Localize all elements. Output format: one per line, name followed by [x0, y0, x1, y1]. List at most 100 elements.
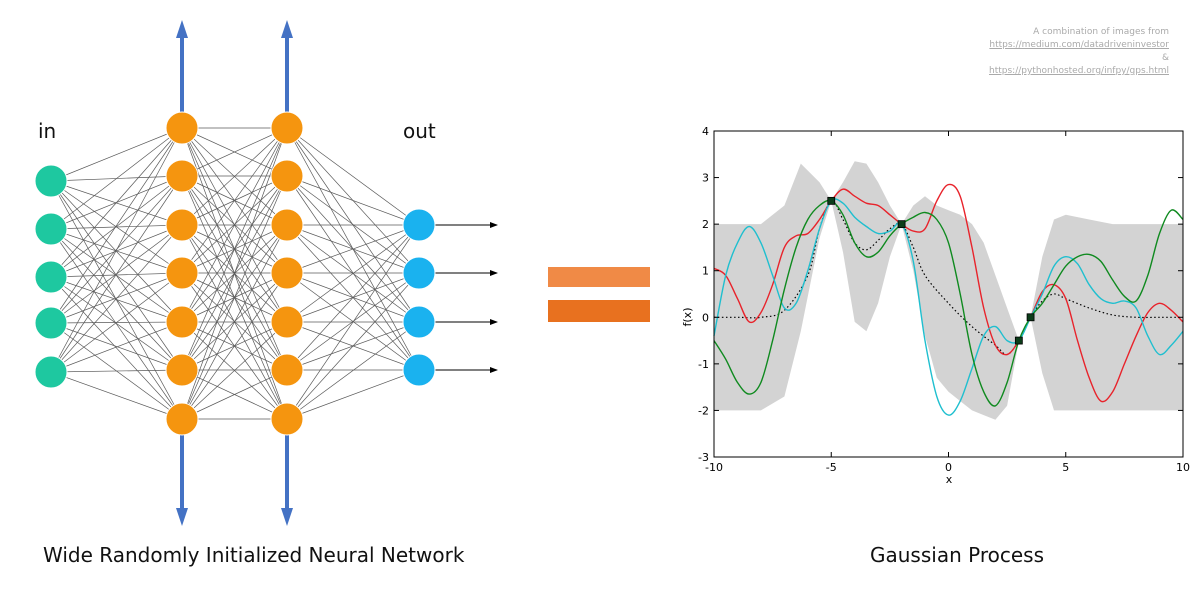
connection-line	[181, 224, 288, 420]
y-tick-label: -3	[698, 451, 709, 464]
x-tick-label: -5	[826, 461, 837, 474]
hidden-node	[165, 402, 199, 436]
connection-line	[181, 175, 288, 420]
observation-marker	[827, 196, 836, 205]
connection-line	[50, 272, 183, 373]
observation-marker	[897, 220, 906, 229]
credit-text: A combination of images from	[1033, 27, 1169, 37]
input-label: in	[38, 119, 57, 143]
y-axis-label: f(x)	[681, 308, 694, 327]
output-node	[402, 208, 436, 242]
connection-line	[50, 321, 183, 373]
connection-line	[50, 127, 183, 278]
hidden-node	[270, 111, 304, 145]
hidden-node	[270, 159, 304, 193]
connection-line	[286, 127, 420, 226]
hidden-node	[270, 305, 304, 339]
connection-line	[50, 276, 183, 323]
equals-bar-top	[548, 267, 650, 287]
x-tick-label: 0	[945, 461, 952, 474]
down-arrow-head	[176, 508, 188, 526]
hidden-node	[270, 208, 304, 242]
credit-link-pythonhosted[interactable]: https://pythonhosted.org/infpy/gps.html	[989, 66, 1169, 76]
y-tick-label: 0	[702, 311, 709, 324]
down-arrow-head	[281, 508, 293, 526]
connection-line	[50, 228, 183, 323]
connection-line	[181, 127, 288, 226]
hidden-node	[270, 353, 304, 387]
connection-line	[286, 224, 420, 323]
observation-points	[827, 196, 1035, 345]
gp-caption: Gaussian Process	[870, 543, 1044, 567]
x-tick-label: 5	[1062, 461, 1069, 474]
output-arrows	[435, 222, 498, 373]
connection-line	[286, 224, 420, 371]
x-axis-label: x	[946, 473, 953, 486]
output-node	[402, 256, 436, 290]
connection-line	[50, 276, 183, 371]
connection-line	[181, 321, 288, 420]
connection-line	[50, 127, 183, 324]
y-tick-label: 3	[702, 172, 709, 185]
connection-line	[286, 224, 420, 420]
hidden-node	[165, 159, 199, 193]
equals-sign	[548, 267, 650, 322]
hidden-node	[165, 256, 199, 290]
connection-line	[50, 175, 183, 373]
connection-line	[181, 369, 288, 420]
connection-line	[50, 371, 183, 420]
y-tick-label: 1	[702, 265, 709, 278]
hidden-node	[165, 111, 199, 145]
sample-function-line	[713, 183, 1184, 403]
connection-line	[181, 127, 288, 323]
connection-line	[286, 321, 420, 420]
hidden-layer-arrows	[176, 20, 293, 526]
connection-line	[50, 224, 183, 373]
connection-line	[181, 127, 288, 371]
connection-line	[50, 224, 183, 230]
connection-line	[50, 175, 183, 278]
sample-function-line	[713, 198, 1184, 416]
hidden-node	[165, 353, 199, 387]
network-caption: Wide Randomly Initialized Neural Network	[43, 543, 465, 567]
up-arrow-head	[176, 20, 188, 38]
connection-line	[286, 175, 420, 274]
connection-line	[50, 322, 183, 371]
up-arrow-head	[281, 20, 293, 38]
connection-line	[181, 127, 288, 420]
connection-line	[50, 180, 183, 323]
input-node	[34, 306, 68, 340]
credit-link-medium[interactable]: https://medium.com/datadriveninvestor	[989, 40, 1169, 50]
hidden-node	[165, 305, 199, 339]
connection-line	[50, 272, 183, 278]
hidden-node	[165, 208, 199, 242]
connection-line	[181, 127, 288, 177]
x-tick-label: -10	[705, 461, 723, 474]
connection-line	[50, 228, 183, 420]
confidence-band-area	[714, 161, 1183, 420]
output-node	[402, 353, 436, 387]
connection-line	[50, 127, 183, 373]
credit-ampersand: &	[1161, 53, 1169, 63]
connection-line	[50, 276, 183, 420]
connection-line	[50, 369, 183, 373]
connection-line	[181, 272, 288, 420]
connection-line	[181, 127, 288, 274]
neural-network-diagram	[34, 20, 498, 526]
output-node	[402, 305, 436, 339]
confidence-band	[714, 161, 1183, 420]
connection-line	[50, 127, 183, 182]
network-connections	[50, 127, 420, 420]
hidden-node	[270, 402, 304, 436]
connection-line	[50, 224, 183, 278]
connection-line	[286, 369, 420, 420]
input-node	[34, 260, 68, 294]
sample-function-line	[713, 199, 1184, 407]
y-tick-label: -2	[698, 404, 709, 417]
input-node	[34, 164, 68, 198]
image-credit: A combination of images from https://med…	[849, 26, 1169, 78]
output-label: out	[403, 119, 436, 143]
